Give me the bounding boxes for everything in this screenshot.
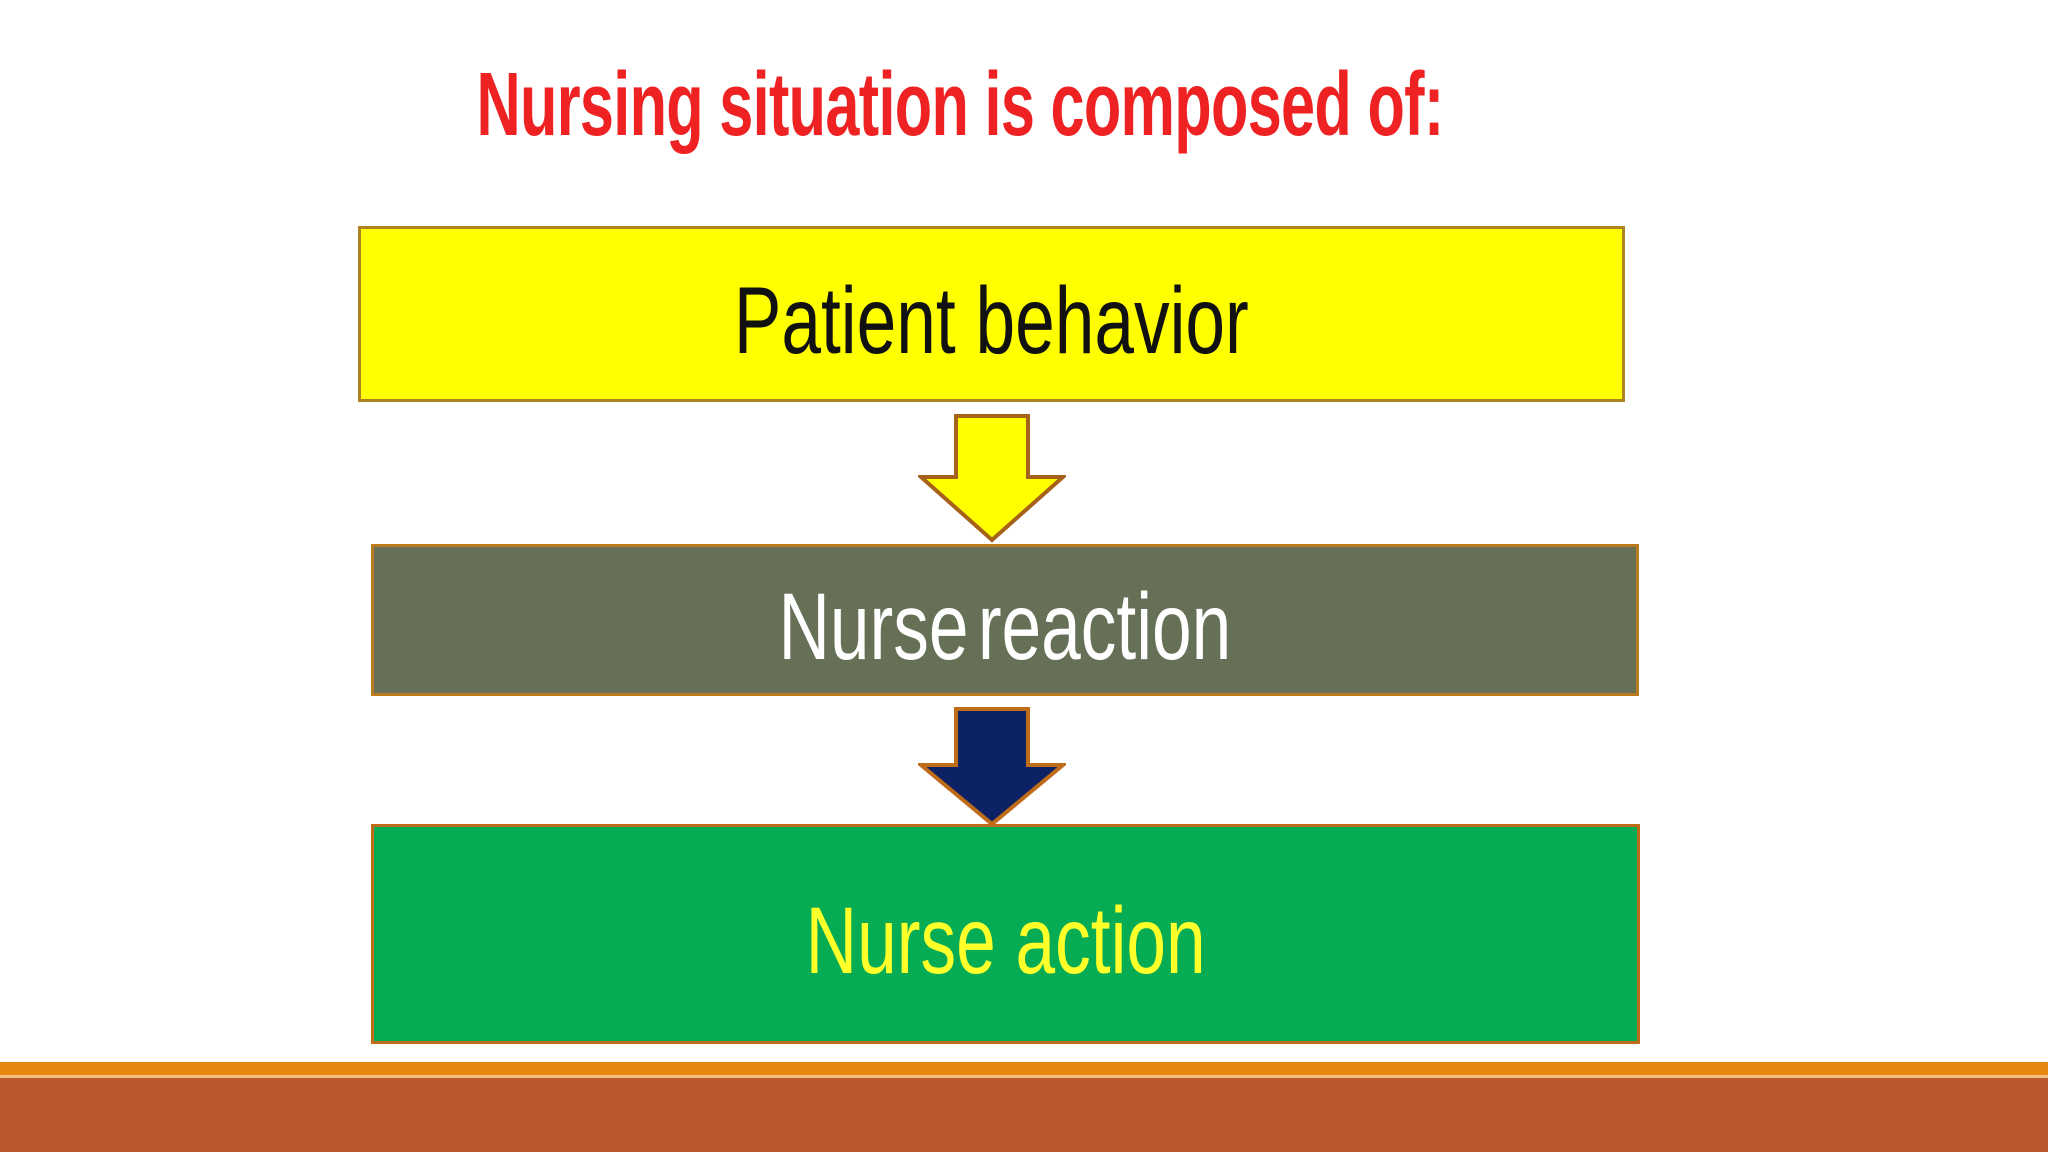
flow-box-nurse-action-label: Nurse action [805,887,1206,994]
slide-title-text: Nursing situation is composed of: [476,55,1444,155]
slide-title: Nursing situation is composed of: [0,58,1920,153]
down-arrow-navy-icon [918,707,1066,827]
flow-box-nurse-reaction: Nurse reaction [371,544,1639,696]
footer-accent-strip [0,1062,2048,1078]
flow-box-nurse-reaction-label: Nurse reaction [778,573,1232,680]
flow-box-patient-behavior: Patient behavior [358,226,1625,402]
footer-bar [0,1078,2048,1152]
flow-box-patient-behavior-label: Patient behavior [734,267,1249,374]
down-arrow-yellow-icon [918,414,1066,543]
flow-box-nurse-action: Nurse action [371,824,1640,1044]
